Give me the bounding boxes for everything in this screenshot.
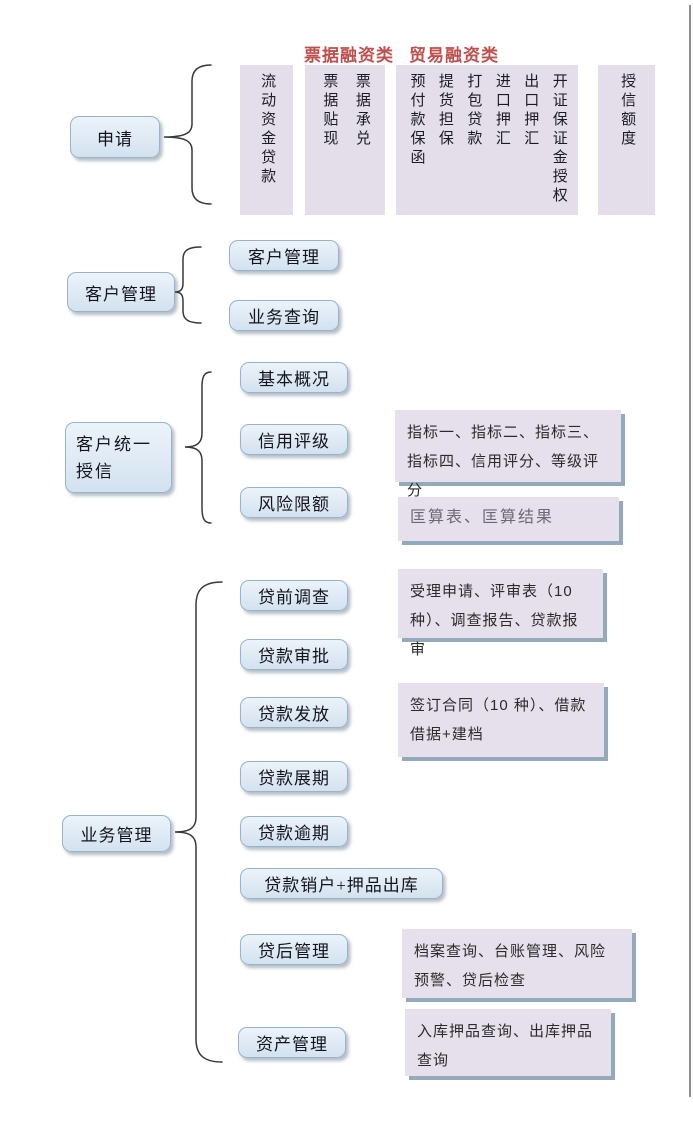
- section-label: 客户管理: [85, 284, 157, 304]
- child-box-customer-management: 客户管理: [229, 240, 339, 271]
- child-box-loan-extension: 贷款展期: [240, 761, 348, 792]
- child-box-credit-rating: 信用评级: [240, 424, 348, 455]
- child-box-loan-disbursement: 贷款发放: [240, 697, 348, 728]
- child-box-postloan-management: 贷后管理: [240, 934, 348, 965]
- child-box-basic-overview: 基本概况: [240, 362, 348, 393]
- child-box-loan-closure-collateral-out: 贷款销户+押品出库: [240, 868, 443, 899]
- brace-business-management: [174, 581, 223, 1063]
- note-box-contract-signing: 签订合同（10 种）、借款借据+建档: [398, 683, 604, 757]
- section-label: 业务管理: [80, 826, 153, 845]
- child-label: 基本概况: [258, 370, 330, 389]
- child-box-loan-overdue: 贷款逾期: [240, 816, 348, 847]
- brace-unified-credit: [184, 371, 212, 524]
- product-group-credit-limit: 授信额度: [598, 65, 655, 215]
- child-label: 风险限额: [258, 495, 330, 514]
- product-group-trade-financing: 预付款保函 提货担保 打包贷款 进口押汇 出口押汇 开证保证金授权: [396, 65, 578, 215]
- child-label: 信用评级: [258, 432, 330, 451]
- section-label: 申请: [97, 129, 133, 149]
- child-label: 贷款发放: [258, 705, 330, 724]
- child-box-asset-management: 资产管理: [238, 1027, 346, 1058]
- product-column: 提货担保: [436, 73, 453, 149]
- product-column: 出口押汇: [522, 73, 539, 149]
- child-label: 贷后管理: [258, 942, 330, 961]
- child-label: 贷前调查: [258, 588, 330, 607]
- product-column: 预付款保函: [408, 73, 425, 168]
- section-label: 客户统一授信: [76, 435, 152, 481]
- child-label: 贷款逾期: [258, 824, 330, 843]
- page-border-line: [689, 5, 691, 1097]
- note-box-postloan-functions: 档案查询、台账管理、风险预警、贷后检查: [402, 929, 632, 998]
- note-box-collateral-query: 入库押品查询、出库押品查询: [405, 1009, 611, 1076]
- brace-application: [163, 64, 212, 205]
- section-box-application: 申请: [70, 116, 160, 158]
- child-box-business-query: 业务查询: [229, 300, 339, 331]
- product-column: 打包贷款: [465, 73, 482, 149]
- child-label: 贷款展期: [258, 769, 330, 788]
- note-box-application-review: 受理申请、评审表（10 种）、调查报告、贷款报审: [398, 569, 603, 658]
- child-label: 资产管理: [256, 1035, 328, 1054]
- category-label-trade-financing: 贸易融资类: [409, 46, 499, 65]
- product-column: 授信额度: [619, 73, 636, 149]
- child-label: 贷款销户+押品出库: [264, 876, 419, 895]
- product-group-bill-financing: 票据贴现 票据承兑: [305, 65, 385, 215]
- product-column: 票据承兑: [353, 73, 370, 149]
- product-column: 开证保证金授权: [550, 73, 567, 206]
- note-box-rating-indicators: 指标一、指标二、指标三、指标四、信用评分、等级评分: [395, 410, 621, 499]
- section-box-business-management: 业务管理: [62, 815, 171, 852]
- child-label: 贷款审批: [258, 647, 330, 666]
- section-box-customer-management: 客户管理: [67, 272, 175, 312]
- child-box-loan-approval: 贷款审批: [240, 639, 348, 670]
- child-label: 客户管理: [248, 248, 320, 267]
- product-column: 流动资金贷款: [259, 73, 276, 187]
- child-label: 业务查询: [248, 308, 320, 327]
- product-group-working-capital: 流动资金贷款: [240, 65, 293, 215]
- child-box-risk-limit: 风险限额: [240, 487, 348, 518]
- child-box-preloan-investigation: 贷前调查: [240, 580, 348, 611]
- section-box-unified-credit: 客户统一授信: [65, 422, 172, 493]
- product-column: 进口押汇: [493, 73, 510, 149]
- category-label-bill-financing: 票据融资类: [304, 46, 394, 65]
- brace-customer-management: [174, 246, 202, 324]
- note-box-estimation: 匡算表、匡算结果: [398, 497, 619, 541]
- product-column: 票据贴现: [321, 73, 338, 149]
